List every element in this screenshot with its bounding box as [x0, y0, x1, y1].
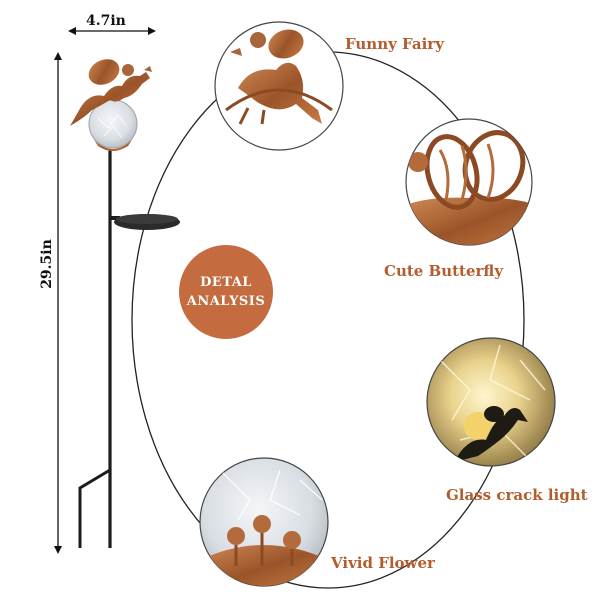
- garden-stake-product: [70, 59, 180, 548]
- fairy-detail-photo: [214, 21, 344, 151]
- callout-cute-butterfly: Cute Butterfly: [384, 262, 504, 280]
- width-dimension-label: 4.7in: [86, 13, 126, 29]
- callout-glass-crack-light: Glass crack light: [446, 486, 588, 504]
- detail-analysis-badge: DETAL ANALYSIS: [179, 245, 273, 339]
- width-dimension-line: [68, 27, 156, 35]
- height-dimension-label: 29.5in: [38, 239, 55, 289]
- badge-line-1: DETAL: [200, 275, 252, 290]
- flower-detail-photo: [199, 457, 329, 587]
- callout-funny-fairy: Funny Fairy: [345, 35, 444, 53]
- callout-vivid-flower: Vivid Flower: [331, 554, 435, 572]
- glow-detail-photo: [426, 337, 556, 467]
- badge-line-2: ANALYSIS: [186, 294, 266, 309]
- butterfly-detail-photo: [405, 118, 533, 246]
- height-dimension-line: [54, 52, 62, 554]
